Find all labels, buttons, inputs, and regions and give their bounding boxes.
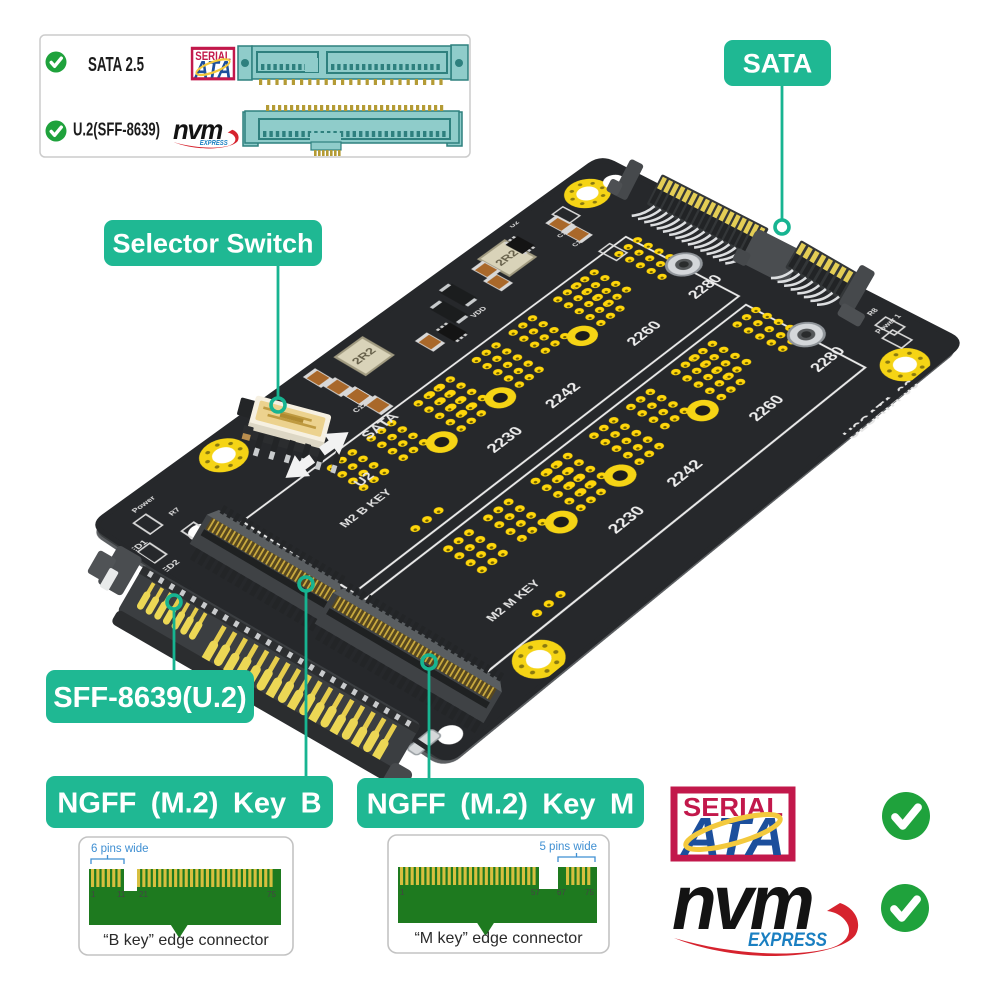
svg-text:U.2(SFF-8639): U.2(SFF-8639) (73, 119, 160, 140)
svg-text:6 pins wide: 6 pins wide (91, 843, 149, 855)
svg-text:Selector Switch: Selector Switch (112, 229, 313, 259)
svg-text:nvm: nvm (672, 858, 813, 946)
svg-text:R7: R7 (168, 507, 183, 518)
svg-text:21: 21 (139, 890, 148, 899)
svg-text:C13: C13 (556, 229, 572, 239)
svg-text:SATA 2.5: SATA 2.5 (88, 54, 144, 76)
svg-text:1: 1 (400, 888, 405, 897)
svg-text:11: 11 (117, 890, 126, 899)
svg-text:75: 75 (267, 890, 276, 899)
svg-text:EXPRESS: EXPRESS (200, 140, 228, 147)
svg-text:5 pins wide: 5 pins wide (539, 841, 597, 853)
svg-text:C14: C14 (571, 238, 587, 248)
svg-text:NGFF (M.2) Key M: NGFF (M.2) Key M (367, 788, 634, 820)
svg-text:NGFF (M.2) Key B: NGFF (M.2) Key B (57, 787, 321, 819)
svg-text:67: 67 (557, 888, 566, 897)
svg-text:“B key” edge connector: “B key” edge connector (103, 932, 269, 949)
svg-text:“M key” edge connector: “M key” edge connector (414, 930, 583, 947)
svg-text:75: 75 (585, 888, 594, 897)
svg-text:57: 57 (531, 888, 540, 897)
svg-text:U2: U2 (508, 220, 522, 229)
svg-text:1: 1 (91, 890, 96, 899)
svg-text:nvm: nvm (173, 114, 223, 145)
svg-text:EXPRESS: EXPRESS (748, 929, 827, 951)
svg-text:SFF-8639(U.2): SFF-8639(U.2) (53, 682, 246, 714)
svg-text:R8: R8 (866, 307, 881, 317)
svg-text:SATA: SATA (743, 49, 813, 79)
